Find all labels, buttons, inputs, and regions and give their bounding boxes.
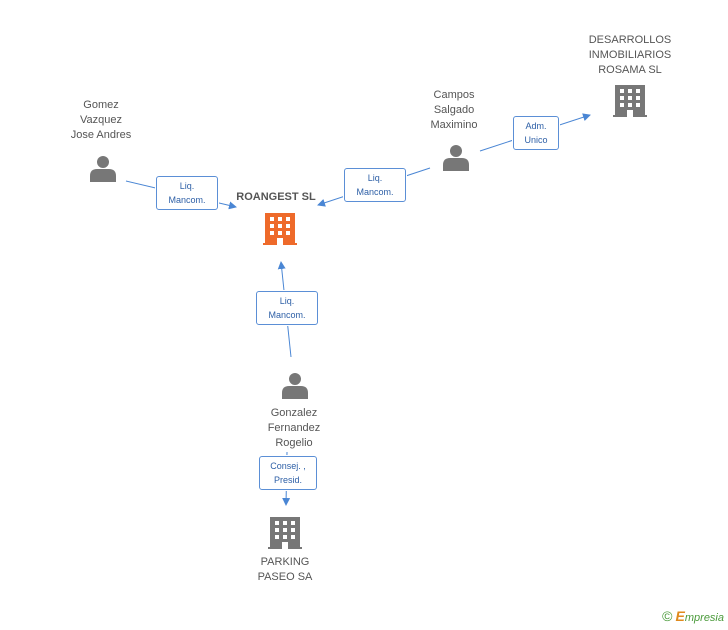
brand-name: mpresia [684, 612, 724, 624]
edge-label-campos-desarrollos: Adm. Unico [513, 116, 559, 150]
person-icon[interactable] [443, 145, 469, 171]
edge-label-gonzalez-parking: Consej. , Presid. [259, 456, 317, 490]
node-label-roangest[interactable]: ROANGEST SL [236, 191, 316, 203]
building-icon[interactable] [263, 213, 297, 245]
copyright-symbol: © [662, 608, 673, 624]
brand-initial: E [675, 608, 685, 624]
node-label-gonzalez[interactable]: Gonzalez Fernandez Rogelio [267, 407, 321, 449]
person-icon[interactable] [282, 373, 308, 399]
copyright-brand: © Empresia [662, 608, 724, 624]
building-icon[interactable] [613, 85, 647, 117]
edge-label-gonzalez-roangest: Liq. Mancom. [256, 291, 318, 325]
node-label-parking[interactable]: PARKING PASEO SA [257, 556, 313, 583]
building-icon[interactable] [268, 517, 302, 549]
node-label-campos[interactable]: Campos Salgado Maximino [430, 89, 478, 131]
node-label-gomez[interactable]: Gomez Vazquez Jose Andres [70, 99, 132, 141]
edge-label-campos-roangest: Liq. Mancom. [344, 168, 406, 202]
person-icon[interactable] [90, 156, 116, 182]
node-label-desarrollos[interactable]: DESARROLLOS INMOBILIARIOS ROSAMA SL [588, 34, 672, 76]
edge-label-gomez-roangest: Liq. Mancom. [156, 176, 218, 210]
